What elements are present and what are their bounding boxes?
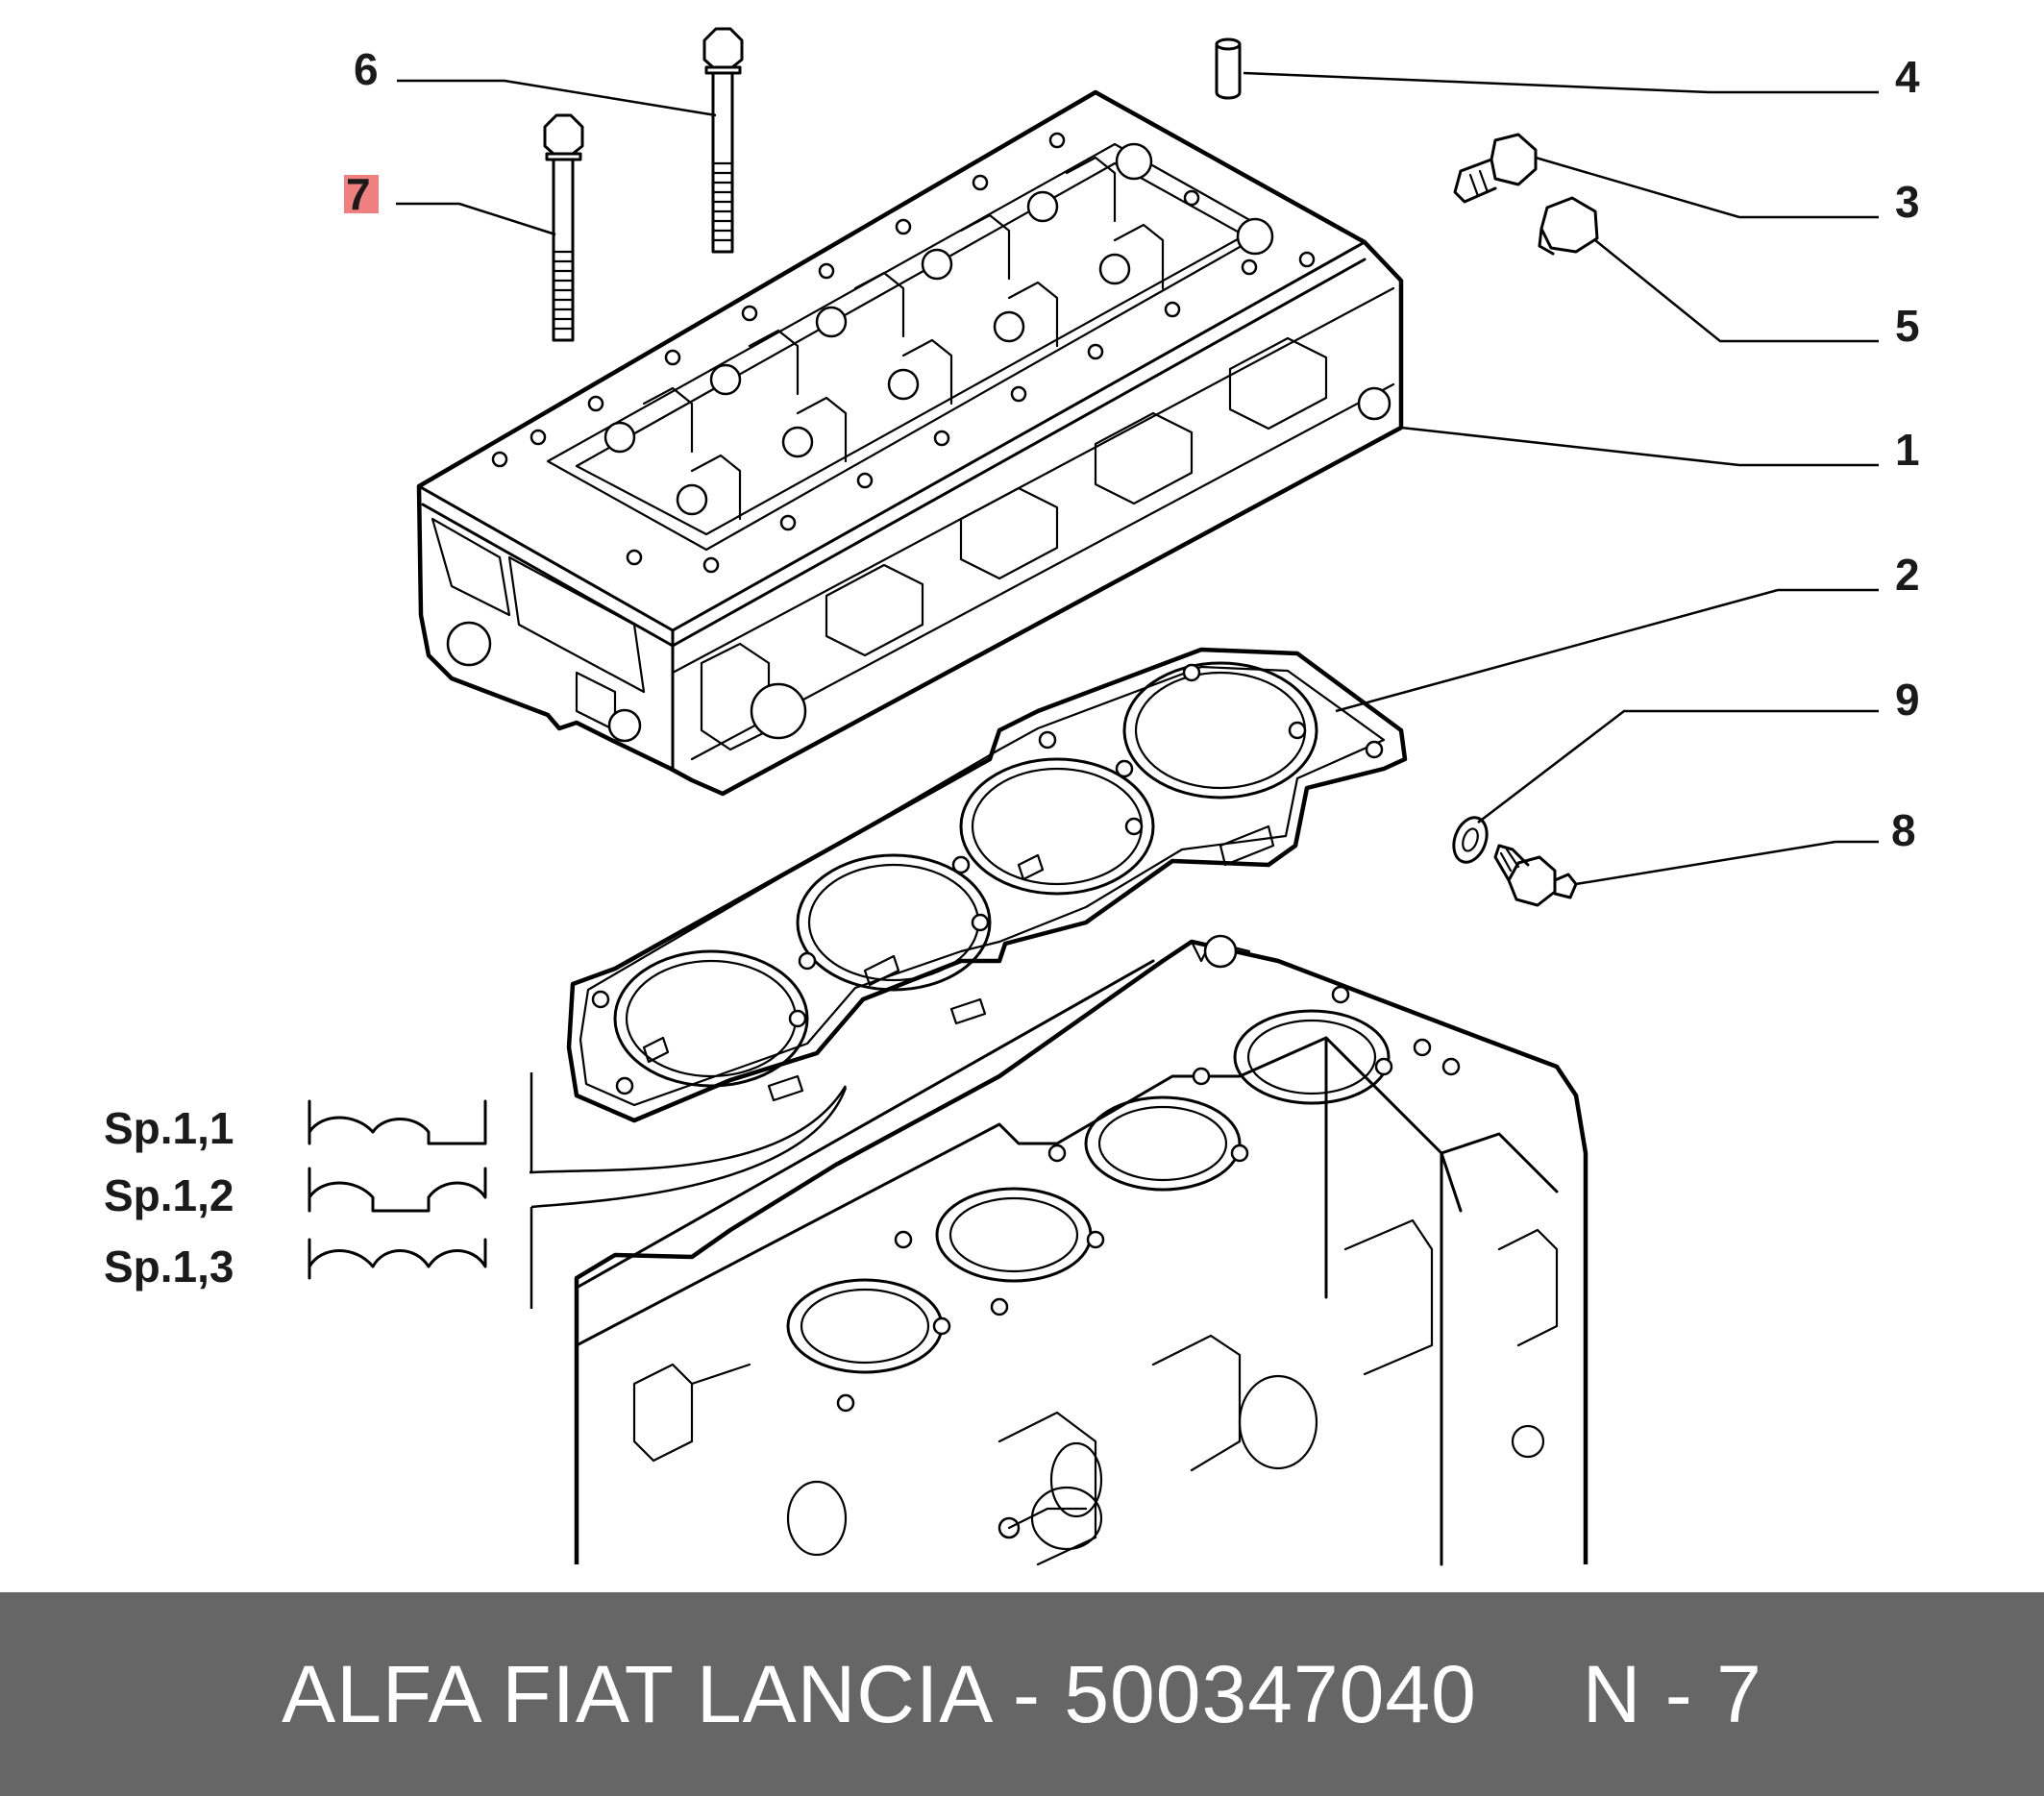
- callout-7-highlight: [344, 175, 379, 213]
- callout-9: 9: [1895, 675, 1920, 725]
- footer-position: N - 7: [1582, 1648, 1762, 1739]
- callout-3: 3: [1895, 177, 1920, 227]
- thickness-notch-profile-2: [308, 1167, 487, 1213]
- head-gasket: [566, 647, 1408, 1123]
- callout-4: 4: [1895, 52, 1920, 102]
- gasket-bores: [613, 661, 1318, 1088]
- thickness-label-3: Sp.1,3: [104, 1242, 234, 1292]
- callout-7: 7: [346, 169, 371, 219]
- exploded-parts-diagram: 6 7 4 3 5 1 2 9 8 Sp.1,1 Sp.1,2 Sp.1,3: [104, 27, 1920, 1566]
- thickness-notch-profile-3: [308, 1238, 487, 1280]
- callout-5: 5: [1895, 301, 1920, 351]
- dowel-pin-4: [1215, 37, 1242, 100]
- gasket-thickness-legend: Sp.1,1 Sp.1,2 Sp.1,3: [104, 1099, 487, 1292]
- callout-6: 6: [354, 44, 379, 94]
- plug-8: [1493, 844, 1578, 907]
- head-bolt-7: [543, 113, 584, 342]
- callout-8: 8: [1891, 805, 1916, 855]
- footer-brand-part: ALFA FIAT LANCIA - 500347040: [282, 1648, 1477, 1739]
- plug-3: [1453, 133, 1538, 204]
- thickness-label-1: Sp.1,1: [104, 1103, 234, 1153]
- washer-9: [1452, 816, 1489, 864]
- leader-lines: [396, 71, 1879, 1309]
- callout-1: 1: [1895, 425, 1920, 475]
- block-bores: [786, 1009, 1391, 1374]
- head-bolt-6: [702, 27, 744, 254]
- thickness-notch-profile-1: [308, 1099, 487, 1145]
- callout-labels: 6 7 4 3 5 1 2 9 8: [344, 44, 1920, 855]
- footer-banner: ALFA FIAT LANCIA - 500347040 N - 7: [0, 1592, 2044, 1796]
- thickness-label-2: Sp.1,2: [104, 1170, 234, 1220]
- engine-block: [574, 934, 1588, 1566]
- callout-2: 2: [1895, 550, 1920, 600]
- cylinder-head: [416, 89, 1404, 797]
- plug-5: [1538, 196, 1599, 256]
